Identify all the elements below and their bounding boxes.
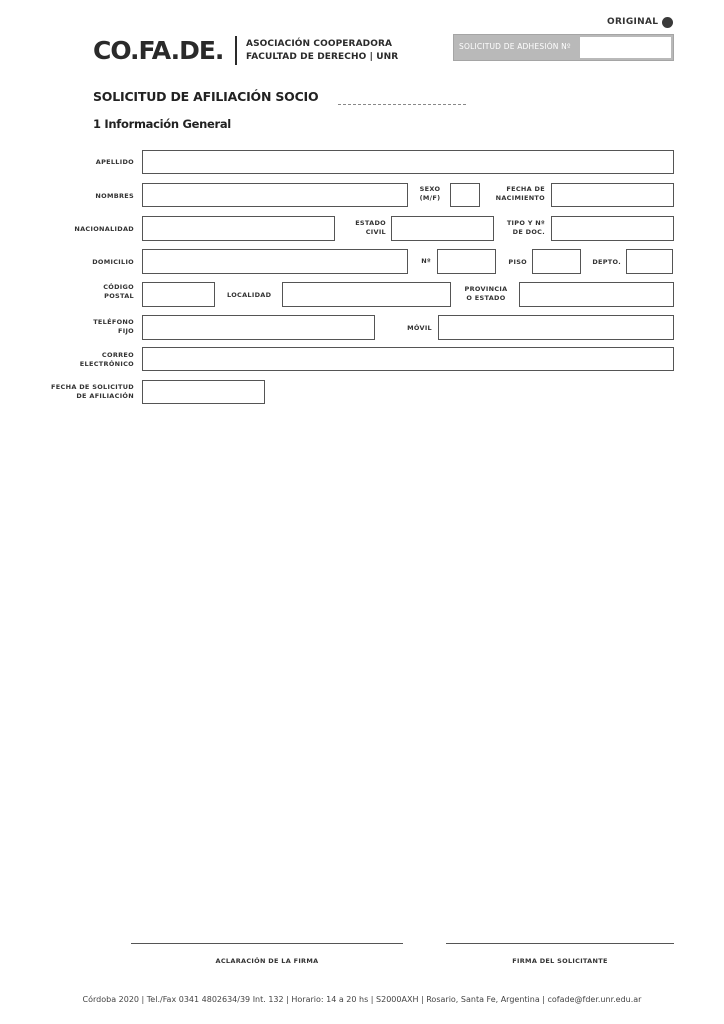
label-sexo-line2: (M/F) bbox=[419, 193, 441, 202]
label-nombres: NOMBRES bbox=[95, 192, 134, 200]
adhesion-number-label: SOLICITUD DE ADHESIÓN Nº bbox=[459, 42, 571, 51]
adhesion-number-field[interactable] bbox=[580, 37, 671, 58]
label-correo: CORREO ELECTRÓNICO bbox=[40, 351, 134, 368]
label-aclaracion-firma: ACLARACIÓN DE LA FIRMA bbox=[215, 957, 319, 965]
label-numero: Nº bbox=[421, 257, 431, 265]
field-estado-civil[interactable] bbox=[391, 216, 494, 241]
label-fecha-sol-line2: DE AFILIACIÓN bbox=[76, 391, 134, 400]
field-nacionalidad[interactable] bbox=[142, 216, 335, 241]
field-fecha-nacimiento[interactable] bbox=[551, 183, 674, 207]
field-numero[interactable] bbox=[437, 249, 496, 274]
label-depto: DEPTO. bbox=[592, 258, 621, 266]
field-apellido[interactable] bbox=[142, 150, 674, 174]
label-tipo-line1: TIPO Y Nº bbox=[506, 219, 545, 227]
field-nombres[interactable] bbox=[142, 183, 408, 207]
footer-contact: Córdoba 2020 | Tel./Fax 0341 4802634/39 … bbox=[82, 995, 642, 1004]
label-sexo-line1: SEXO bbox=[419, 185, 441, 193]
label-provincia: PROVINCIA O ESTADO bbox=[458, 285, 514, 302]
label-fecha-sol-line1: FECHA DE SOLICITUD bbox=[51, 383, 134, 391]
field-fecha-solicitud[interactable] bbox=[142, 380, 265, 404]
label-fecha-solicitud: FECHA DE SOLICITUD DE AFILIACIÓN bbox=[20, 383, 134, 400]
field-piso[interactable] bbox=[532, 249, 581, 274]
signature-line-aclaracion bbox=[131, 943, 403, 944]
field-localidad[interactable] bbox=[282, 282, 451, 307]
org-name-line2: FACULTAD DE DERECHO | UNR bbox=[246, 52, 399, 62]
label-fecha-nacimiento: FECHA DE NACIMIENTO bbox=[486, 185, 545, 202]
label-movil: MÓVIL bbox=[407, 324, 432, 332]
label-correo-line2: ELECTRÓNICO bbox=[79, 359, 134, 368]
form-title-dashed-line bbox=[338, 104, 466, 105]
label-apellido: APELLIDO bbox=[95, 158, 134, 166]
field-correo[interactable] bbox=[142, 347, 674, 371]
label-cp-line2: POSTAL bbox=[104, 291, 134, 300]
original-label: ORIGINAL bbox=[607, 17, 659, 27]
field-telefono[interactable] bbox=[142, 315, 375, 340]
label-fecha-nac-line1: FECHA DE bbox=[506, 185, 545, 193]
label-tel-line2: FIJO bbox=[117, 326, 134, 335]
label-codigo-postal: CÓDIGO POSTAL bbox=[40, 283, 134, 300]
label-localidad: LOCALIDAD bbox=[227, 291, 272, 299]
label-fecha-nac-line2: NACIMIENTO bbox=[495, 193, 545, 202]
org-name-line1: ASOCIACIÓN COOPERADORA bbox=[246, 39, 393, 49]
label-estado-line1: ESTADO bbox=[355, 219, 386, 227]
cofade-logo: CO.FA.DE. bbox=[93, 36, 224, 65]
form-title: SOLICITUD DE AFILIACIÓN SOCIO bbox=[93, 89, 319, 104]
logo-divider bbox=[235, 36, 237, 65]
label-estado-line2: CIVIL bbox=[365, 227, 386, 236]
original-dot-icon bbox=[662, 17, 673, 28]
label-estado-civil: ESTADO CIVIL bbox=[338, 219, 386, 236]
signature-line-firma bbox=[446, 943, 674, 944]
field-provincia[interactable] bbox=[519, 282, 674, 307]
field-codigo-postal[interactable] bbox=[142, 282, 215, 307]
label-nacionalidad: NACIONALIDAD bbox=[74, 225, 134, 233]
field-domicilio[interactable] bbox=[142, 249, 408, 274]
field-sexo[interactable] bbox=[450, 183, 480, 207]
field-tipo-doc[interactable] bbox=[551, 216, 674, 241]
section-title: 1 Información General bbox=[93, 117, 231, 131]
label-telefono: TELÉFONO FIJO bbox=[40, 318, 134, 335]
label-tel-line1: TELÉFONO bbox=[93, 318, 134, 326]
label-piso: PISO bbox=[508, 258, 527, 266]
field-depto[interactable] bbox=[626, 249, 673, 274]
label-tipo-doc: TIPO Y Nº DE DOC. bbox=[496, 219, 545, 236]
label-provincia-line2: O ESTADO bbox=[466, 293, 506, 302]
label-cp-line1: CÓDIGO bbox=[103, 283, 134, 291]
label-domicilio: DOMICILIO bbox=[92, 258, 134, 266]
label-sexo: SEXO (M/F) bbox=[412, 185, 448, 202]
label-provincia-line1: PROVINCIA bbox=[464, 285, 508, 293]
label-firma-solicitante: FIRMA DEL SOLICITANTE bbox=[512, 957, 608, 965]
field-movil[interactable] bbox=[438, 315, 674, 340]
label-correo-line1: CORREO bbox=[101, 351, 134, 359]
label-tipo-line2: DE DOC. bbox=[512, 227, 545, 236]
